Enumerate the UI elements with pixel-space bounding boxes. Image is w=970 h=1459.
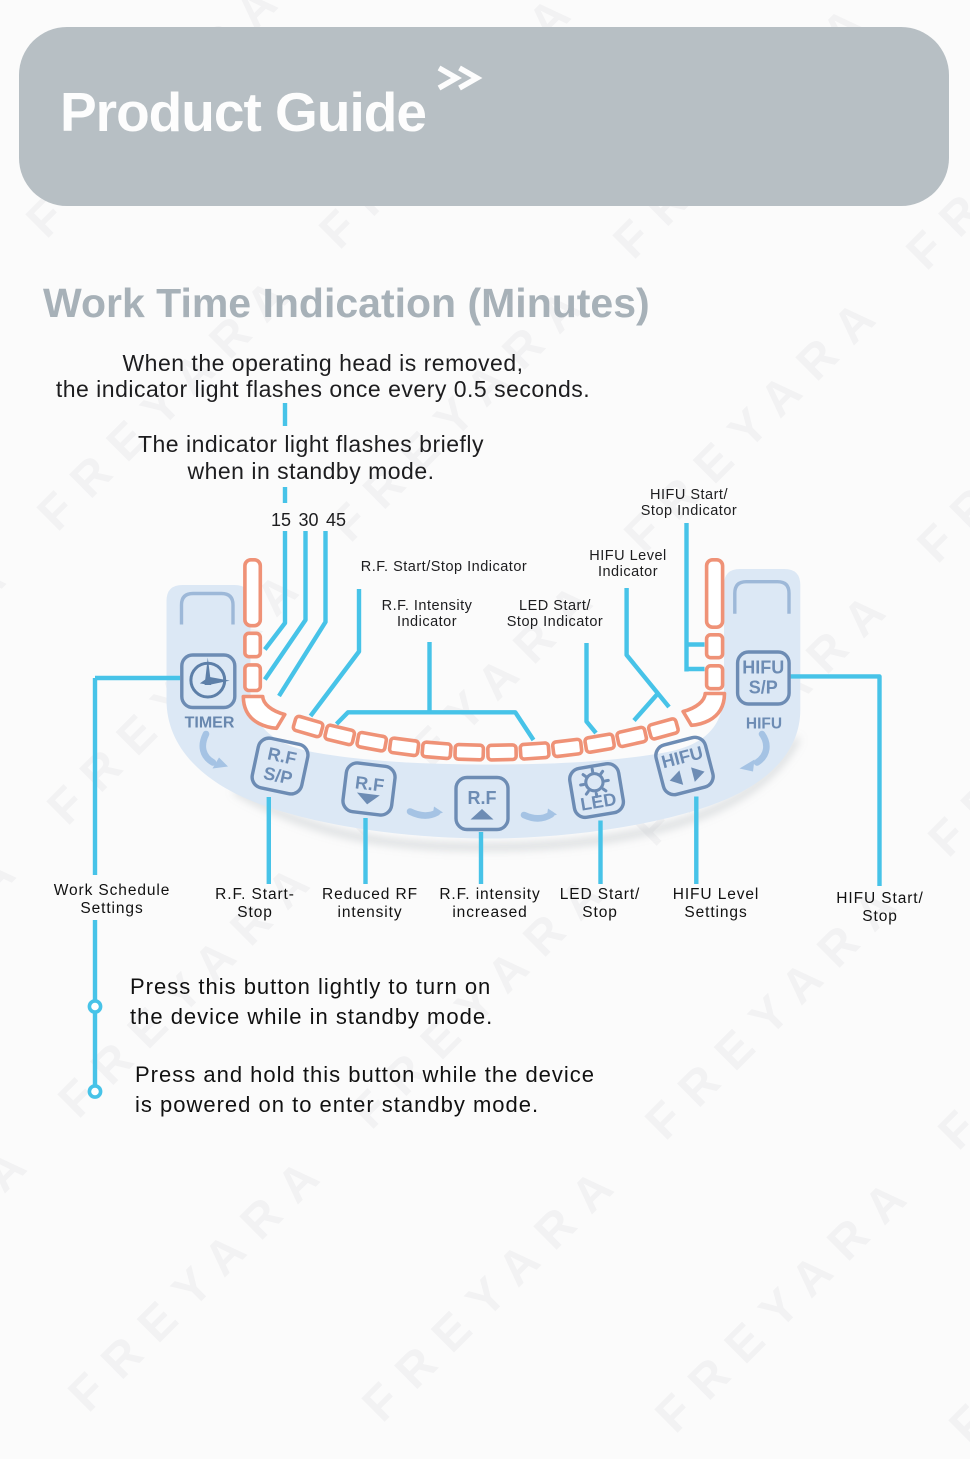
svg-text:HIFU: HIFU [746, 716, 782, 733]
svg-text:TIMER: TIMER [185, 715, 235, 732]
svg-text:R.F: R.F [468, 788, 497, 808]
svg-text:S/P: S/P [749, 678, 778, 698]
svg-text:R.F: R.F [354, 772, 385, 795]
svg-text:HIFU: HIFU [742, 658, 784, 678]
